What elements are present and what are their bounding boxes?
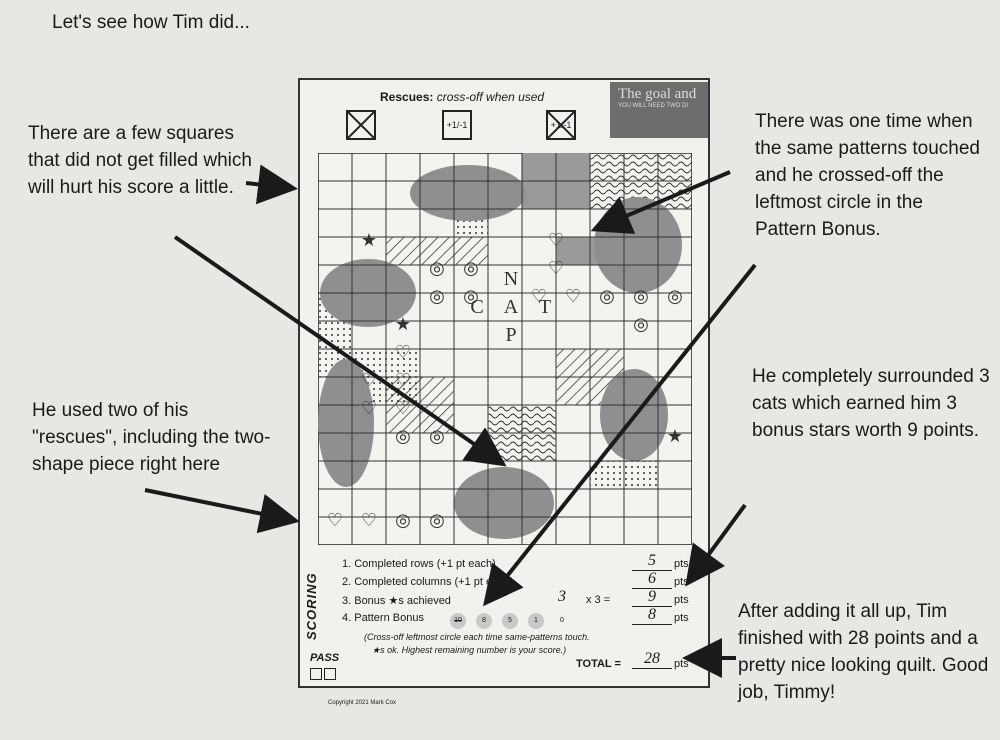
- quilt-grid: ★ ♡ ◎◎♡ ◎◎ ♡♡◎◎◎ ★◎ ♡ ♡♡ ♡♡ ◎◎ ★ ♡♡◎◎ N …: [318, 153, 692, 545]
- pass-box-1: [310, 668, 322, 680]
- score-pattern-value: 8: [632, 606, 672, 625]
- score-pattern-label: 4. Pattern Bonus: [342, 612, 424, 624]
- score-stars-count: 3: [558, 588, 566, 605]
- arrow-unfilled: [245, 164, 298, 205]
- svg-text:★: ★: [395, 314, 411, 335]
- grid-letter-n: N: [503, 268, 519, 290]
- rescues-title: Rescues: cross-off when used: [380, 90, 544, 104]
- svg-text:♡: ♡: [395, 342, 411, 363]
- note-unfilled-squares: There are a few squares that did not get…: [28, 123, 252, 198]
- note-final-total: After adding it all up, Tim finished wit…: [738, 601, 989, 703]
- svg-text:♡: ♡: [395, 370, 411, 391]
- arrow-bonus-stars: [685, 503, 747, 587]
- goal-banner: The goal and YOU WILL NEED TWO DI: [610, 82, 708, 138]
- svg-text:♡: ♡: [395, 398, 411, 419]
- note-pattern-touch: There was one time when the same pattern…: [755, 111, 980, 240]
- pattern-bonus-circle-10: 10: [450, 613, 466, 629]
- score-stars-unit: pts: [674, 594, 689, 606]
- pass-box-2: [324, 668, 336, 680]
- svg-text:◎: ◎: [395, 510, 411, 531]
- svg-text:♡: ♡: [327, 510, 343, 531]
- score-cols-unit: pts: [674, 576, 689, 588]
- svg-text:♡: ♡: [548, 230, 564, 251]
- svg-text:◎: ◎: [429, 258, 445, 279]
- score-stars-label: 3. Bonus ★s achieved: [342, 595, 451, 607]
- score-stars-multiplier: x 3 =: [586, 594, 611, 606]
- rescues-title-sub: cross-off when used: [436, 90, 545, 104]
- total-value: 28: [632, 650, 672, 669]
- svg-text:♡: ♡: [531, 286, 547, 307]
- svg-text:◎: ◎: [633, 286, 649, 307]
- copyright: Copyright 2021 Mark Cox: [328, 700, 397, 706]
- rescues-title-bold: Rescues:: [380, 90, 434, 104]
- rescue-box-3: +1/-1: [546, 110, 576, 140]
- quilt-grid-art: ★ ♡ ◎◎♡ ◎◎ ♡♡◎◎◎ ★◎ ♡ ♡♡ ♡♡ ◎◎ ★ ♡♡◎◎: [318, 153, 692, 545]
- svg-text:★: ★: [361, 230, 377, 251]
- pattern-bonus-circle-5: 5: [502, 613, 518, 629]
- score-rows-value: 5: [632, 552, 672, 571]
- svg-text:◎: ◎: [599, 286, 615, 307]
- svg-text:◎: ◎: [429, 510, 445, 531]
- note-surrounded-cats: He completely surrounded 3 cats which ea…: [752, 366, 990, 441]
- score-cols-value: 6: [632, 570, 672, 589]
- svg-text:◎: ◎: [395, 426, 411, 447]
- svg-text:♡: ♡: [361, 398, 377, 419]
- score-rows-unit: pts: [674, 558, 689, 570]
- score-stars-value: 9: [632, 588, 672, 607]
- goal-banner-text: The goal and: [618, 86, 697, 102]
- svg-text:◎: ◎: [667, 286, 683, 307]
- rescue-box-2: +1/-1: [442, 110, 472, 140]
- grid-letter-c: C: [470, 296, 484, 318]
- pattern-bonus-circle-1: 1: [528, 613, 544, 629]
- grid-letter-t: T: [538, 296, 552, 318]
- svg-text:◎: ◎: [429, 426, 445, 447]
- svg-text:◎: ◎: [633, 314, 649, 335]
- svg-text:♡: ♡: [548, 258, 564, 279]
- arrow-rescue-piece: [173, 235, 507, 467]
- grid-letter-a: A: [503, 296, 519, 318]
- score-pattern-unit: pts: [674, 612, 689, 624]
- pattern-note-2: ★s ok. Highest remaining number is your …: [372, 645, 567, 655]
- pass-label: PASS: [310, 652, 340, 664]
- goal-banner-sub: YOU WILL NEED TWO DI: [618, 103, 689, 109]
- pattern-bonus-circle-0: 0: [560, 617, 564, 624]
- score-cols-label: 2. Completed columns (+1 pt each): [342, 576, 514, 588]
- arrow-pattern-bonus: [483, 263, 757, 607]
- svg-text:◎: ◎: [429, 286, 445, 307]
- svg-text:♡: ♡: [565, 286, 581, 307]
- pattern-note-1: (Cross-off leftmost circle each time sam…: [364, 632, 590, 642]
- arrow-pattern-touch: [590, 170, 731, 234]
- rescue-box-1: [346, 110, 376, 140]
- svg-text:◎: ◎: [463, 258, 479, 279]
- note-rescues: He used two of his "rescues", including …: [32, 400, 271, 475]
- score-rows-label: 1. Completed rows (+1 pt each): [342, 558, 496, 570]
- svg-text:♡: ♡: [361, 510, 377, 531]
- total-label: TOTAL =: [576, 658, 621, 670]
- arrow-rescues: [144, 488, 300, 534]
- svg-text:★: ★: [667, 426, 683, 447]
- pattern-bonus-circle-8: 8: [476, 613, 492, 629]
- svg-text:◎: ◎: [463, 286, 479, 307]
- page-heading: Let's see how Tim did...: [52, 12, 250, 33]
- grid-letter-p: P: [505, 324, 517, 346]
